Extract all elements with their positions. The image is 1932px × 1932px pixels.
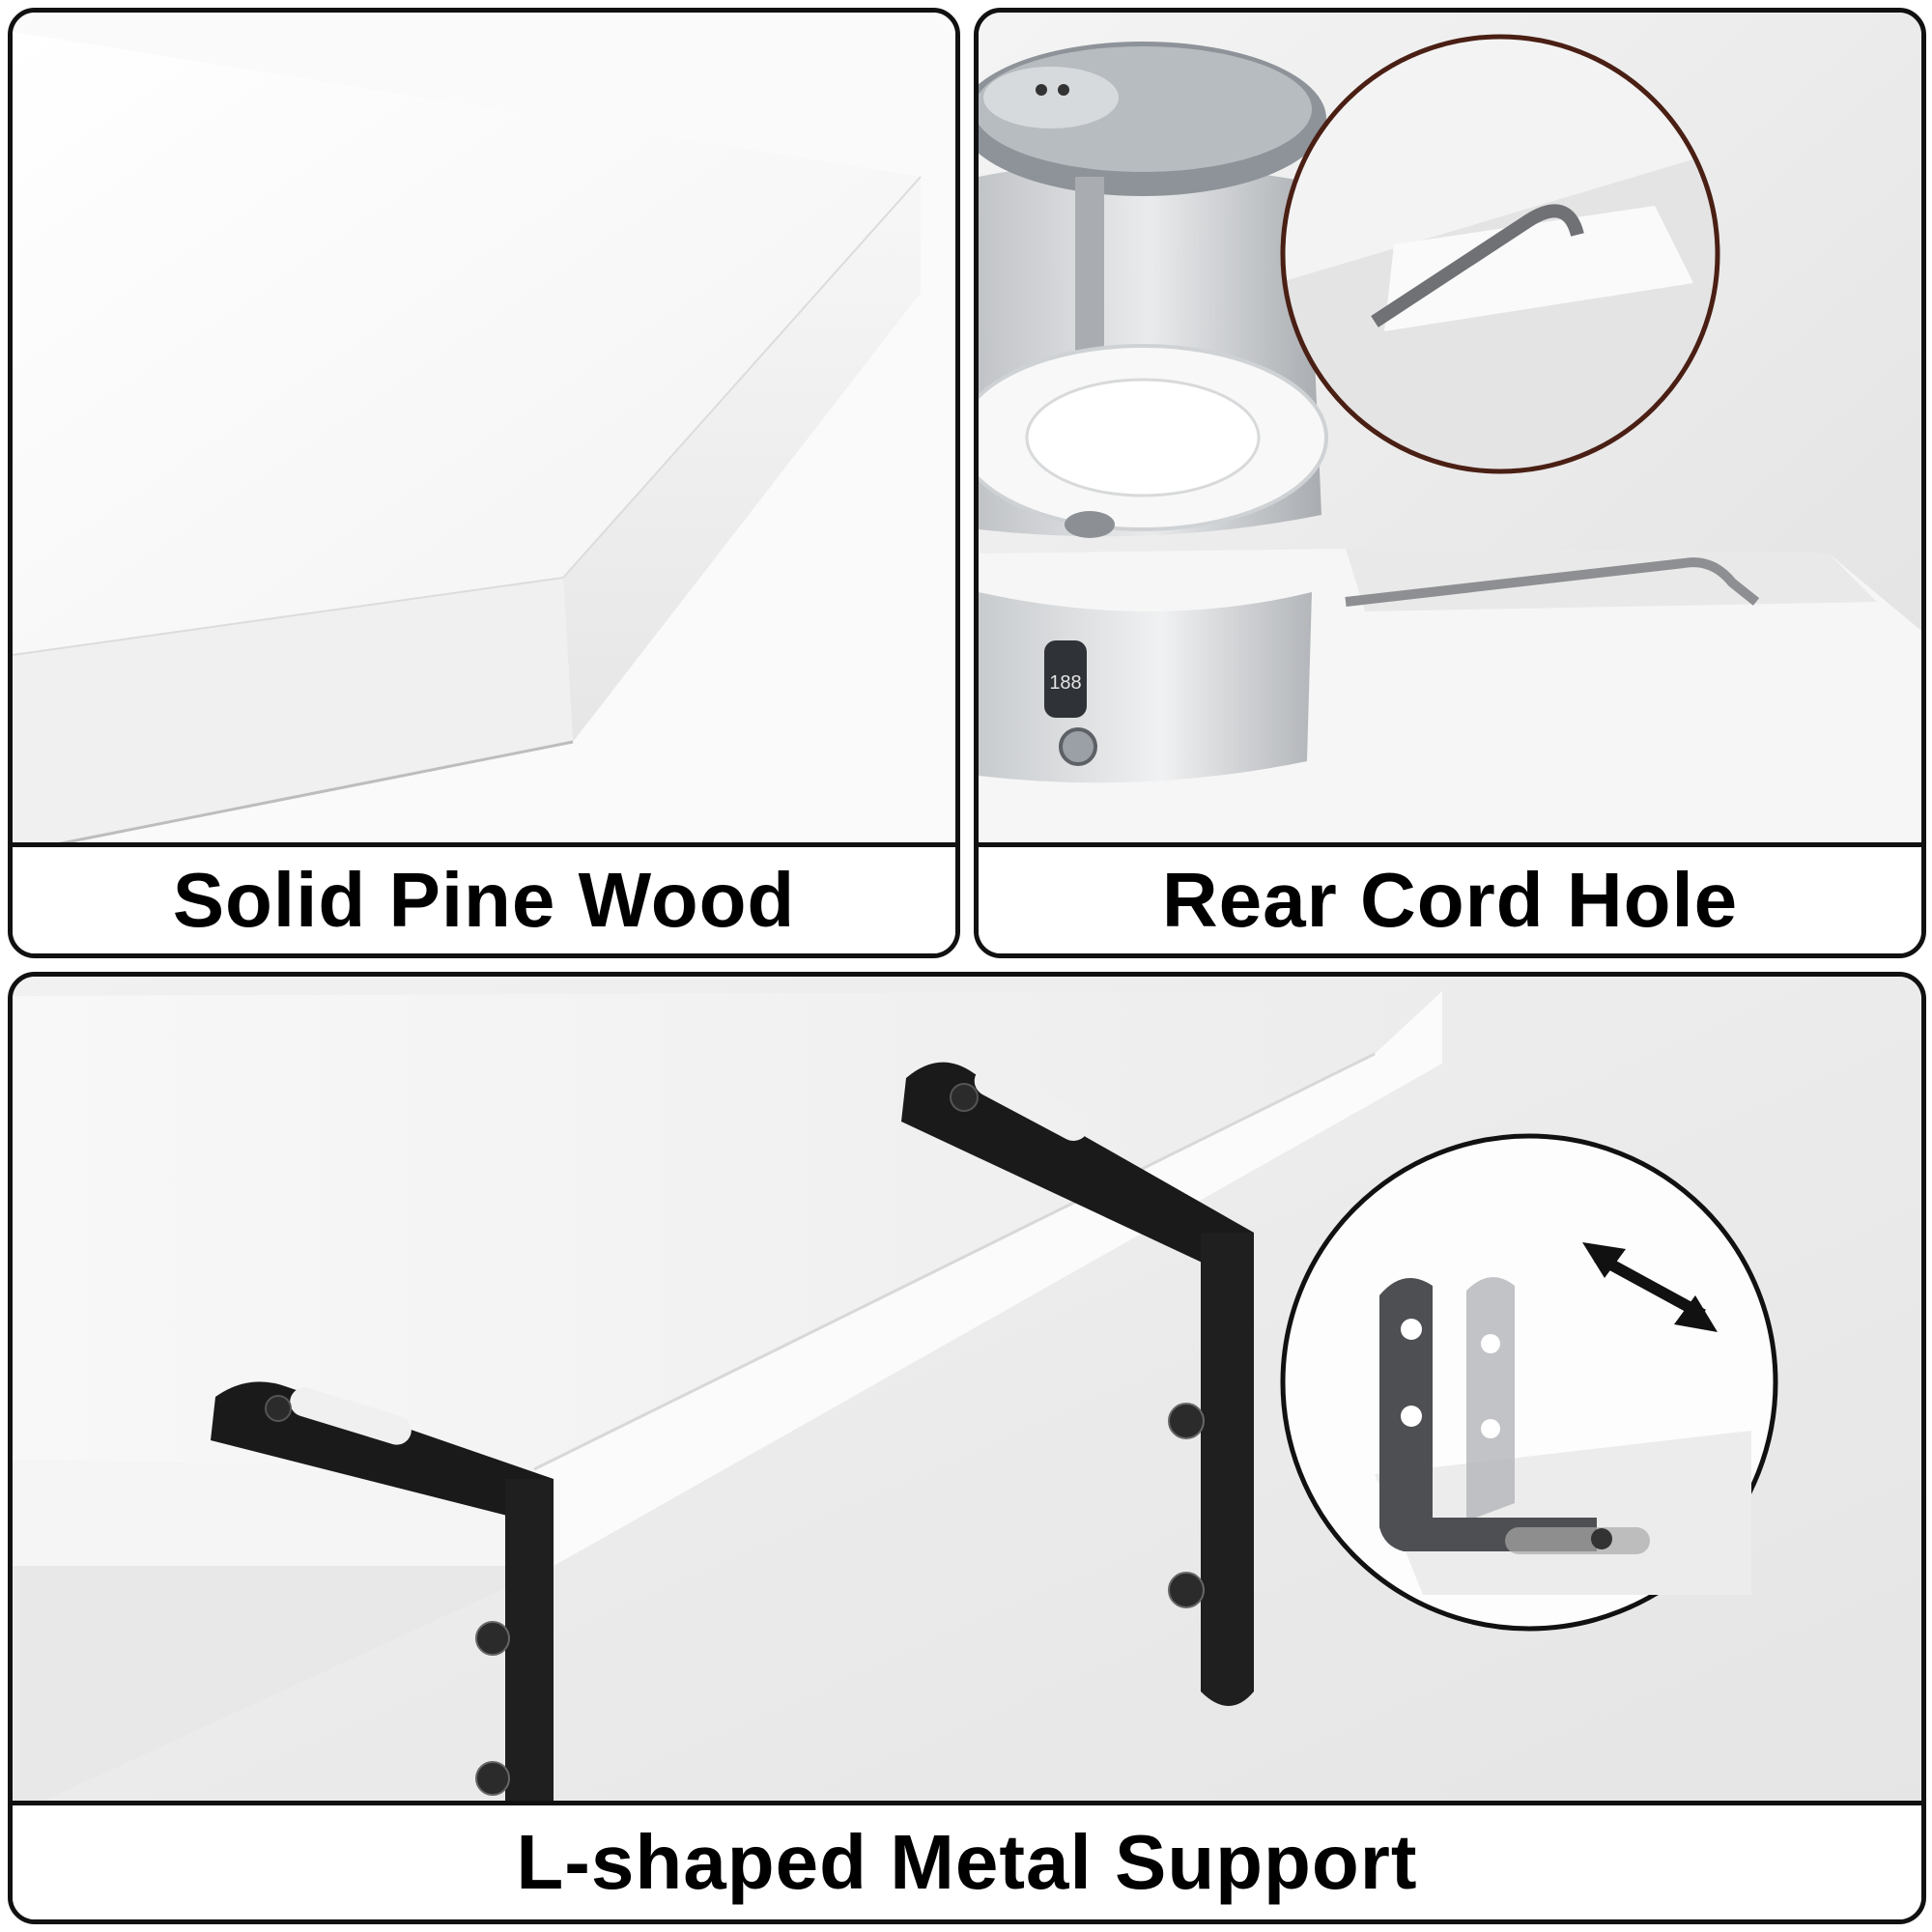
caption-rear-cord-hole: Rear Cord Hole: [979, 842, 1921, 953]
l-bracket-left: [211, 1381, 554, 1815]
shelf-underside: [13, 991, 1442, 1469]
double-arrow-icon: [1594, 1251, 1706, 1321]
bracket-adjustment-detail: [1280, 1133, 1778, 1632]
power-cord: [1345, 557, 1760, 607]
shelf-side-edge: [563, 177, 921, 742]
humidifier-on-shelf-illustration: 188: [979, 13, 1921, 847]
l-bracket-right: [901, 1062, 1254, 1706]
zoom-circle-detail: [1280, 34, 1720, 474]
shelf-with-brackets-illustration: [13, 977, 1921, 1815]
device-display-readout: 188: [1049, 672, 1081, 694]
panel-solid-pine-wood: Solid Pine Wood: [8, 8, 960, 958]
shelf-top-surface: [13, 32, 921, 655]
shelf-front-edge: [13, 578, 573, 847]
panel-l-shaped-metal-support: L-shaped Metal Support: [8, 972, 1926, 1924]
caption-l-shaped-metal-support: L-shaped Metal Support: [13, 1801, 1921, 1919]
caption-solid-pine-wood: Solid Pine Wood: [13, 842, 955, 953]
shelf-front-edge: [534, 991, 1442, 1566]
shelf-corner-illustration: [13, 13, 955, 847]
humidifier: 188: [979, 42, 1328, 783]
panel-rear-cord-hole: 188 Rear Cord Hole: [974, 8, 1926, 958]
